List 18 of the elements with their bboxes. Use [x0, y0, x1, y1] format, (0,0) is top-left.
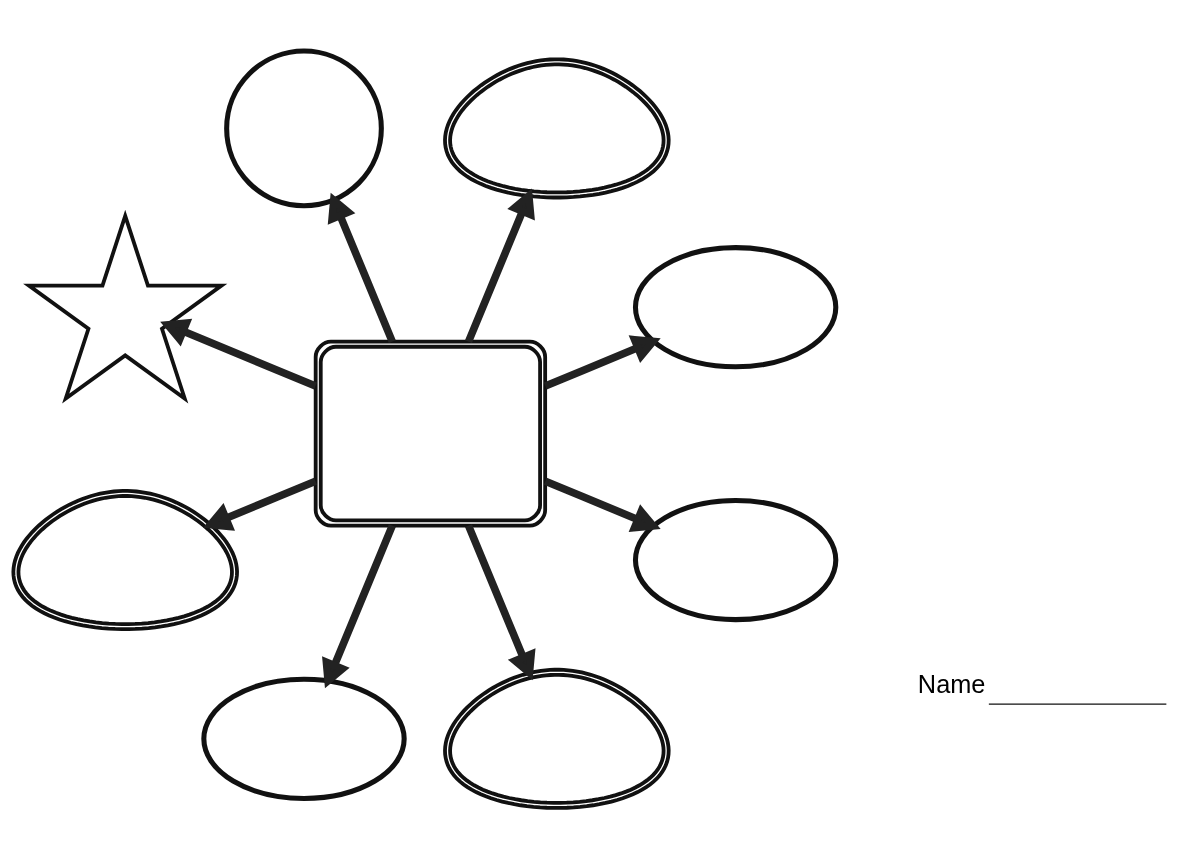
arrow: [465, 188, 535, 344]
arrow: [203, 477, 317, 531]
node-ellipse: [632, 497, 839, 623]
node-flower: [23, 209, 228, 404]
node-ellipse: [201, 676, 407, 801]
arrow: [322, 524, 396, 689]
arrow: [160, 318, 317, 390]
arrow: [543, 477, 661, 532]
node-cloud: [443, 57, 671, 200]
arrow: [327, 192, 396, 344]
node-box: [313, 339, 548, 528]
node-ellipse: [632, 245, 839, 370]
label: Name: [917, 669, 986, 698]
node-cloud: [443, 667, 671, 810]
arrow: [465, 524, 536, 681]
arrow: [543, 335, 661, 390]
node-cloud: [11, 489, 239, 632]
node-circle: [224, 48, 384, 209]
